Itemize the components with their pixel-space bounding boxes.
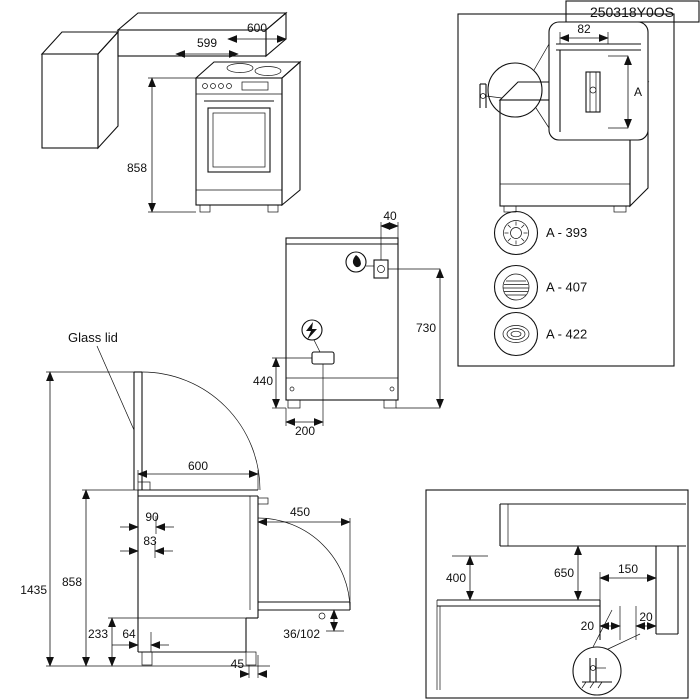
- variant-gas-label: A - 393: [546, 225, 587, 240]
- gap-right-label: 20: [639, 610, 653, 624]
- gas-offset-label: 40: [383, 209, 397, 223]
- mains-offset-label: 200: [295, 424, 315, 438]
- installation-box: 650 400 150 20 20: [425, 489, 689, 699]
- electric-symbol-icon: [301, 319, 323, 341]
- magnifier-circle: [487, 62, 543, 118]
- side-height-label: 858: [62, 575, 82, 589]
- iso-height-label: 858: [127, 161, 147, 175]
- iso-depth-label: 599: [197, 36, 217, 50]
- isometric-view: 858 599 600: [40, 11, 302, 213]
- mains-height-label: 440: [253, 374, 273, 388]
- bracket-width-label: 82: [577, 22, 591, 36]
- variant-gas: A - 393: [493, 210, 587, 256]
- rear-connection-view: 40 730 440 200: [253, 209, 444, 438]
- side-depth-label: 600: [188, 459, 208, 473]
- plinth-height-label: 233: [88, 627, 108, 641]
- height-ref-label: A: [634, 85, 642, 99]
- plinth-recess-label: 64: [122, 627, 136, 641]
- variant-radiant-label: A - 407: [546, 280, 587, 295]
- hood-clearance-label: 650: [554, 566, 574, 580]
- title-block: 250318Y0OS: [565, 0, 700, 23]
- variant-radiant: A - 407: [493, 264, 587, 310]
- iso-width-label: 600: [247, 21, 267, 35]
- rear-offset-a-label: 90: [145, 510, 159, 524]
- side-clearance-label: 150: [618, 562, 638, 576]
- clamp-detail-icon: [572, 646, 622, 696]
- height-lid-open-label: 1435: [20, 583, 47, 597]
- wall-bracket-icon: [479, 83, 503, 108]
- rear-offset-b-label: 83: [143, 534, 157, 548]
- glass-lid-label: Glass lid: [68, 330, 118, 345]
- gas-height-label: 730: [416, 321, 436, 335]
- variant-coil-label: A - 422: [546, 327, 587, 342]
- part-number: 250318Y0OS: [590, 4, 674, 20]
- door-open-depth-label: 450: [290, 505, 310, 519]
- variant-coil: A - 422: [493, 311, 587, 357]
- gas-symbol-icon: [345, 251, 367, 273]
- burner-detail-box: 82 A A - 393 A - 407: [457, 13, 675, 367]
- side-view: Glass lid 1435 858 600 450 90 83 233 64 …: [20, 330, 351, 678]
- gap-left-label: 20: [581, 619, 595, 633]
- radiant-element-icon: [502, 273, 530, 301]
- gas-burner-icon: [503, 220, 529, 246]
- coil-element-icon: [502, 325, 530, 343]
- foot-offset-label: 45: [231, 657, 245, 671]
- cabinet-clearance-label: 400: [446, 571, 466, 585]
- door-floor-gap-label: 36/102: [283, 627, 320, 641]
